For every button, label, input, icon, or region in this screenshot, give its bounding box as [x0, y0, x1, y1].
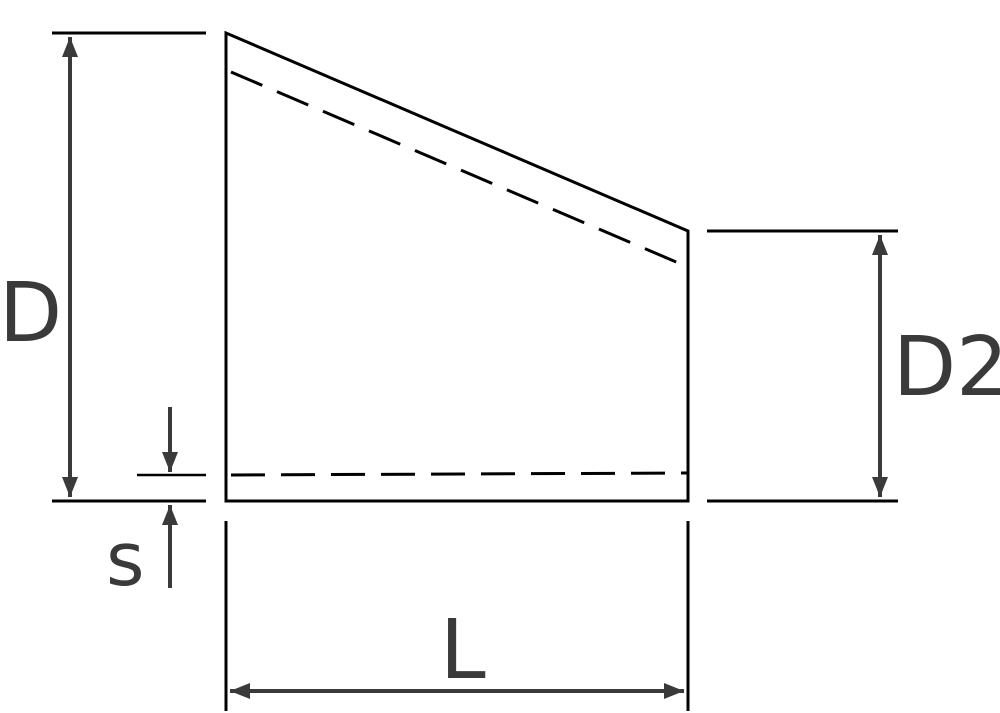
- label-s: s: [106, 517, 145, 603]
- inner-wall-bottom-dashed: [230, 471, 689, 477]
- inner-wall-top-dashed: [230, 70, 689, 269]
- label-d2: D2: [893, 320, 1000, 415]
- label-l: L: [440, 603, 486, 698]
- label-d: D: [0, 266, 62, 361]
- reducer-outline: [224, 30, 690, 503]
